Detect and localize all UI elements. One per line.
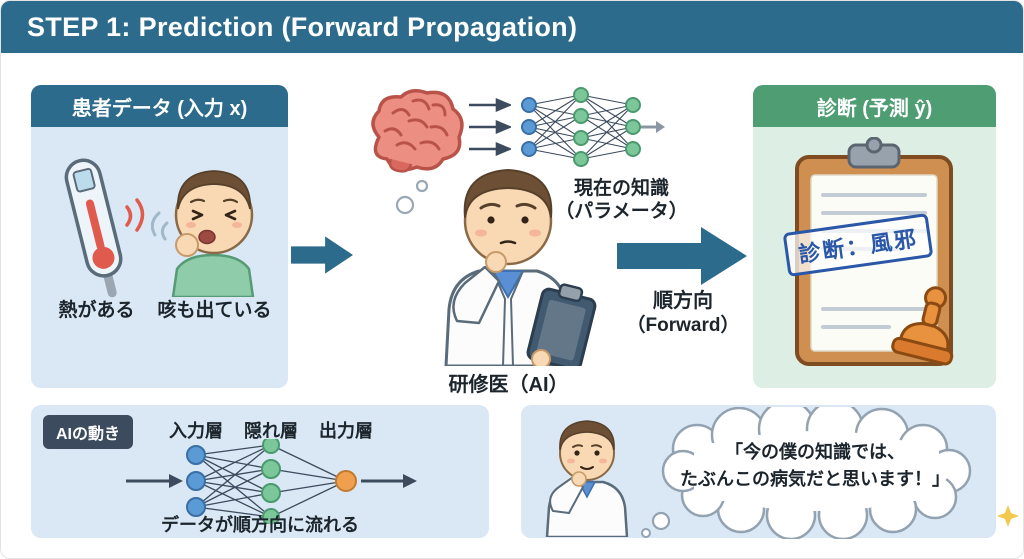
speech-line1: 「今の僕の知識では、: [725, 442, 905, 462]
brain-icon: [371, 89, 464, 173]
ai-flow-panel: AIの動き 入力層 隠れ層 出力層 データが順方向に流れる: [31, 405, 489, 538]
neural-network-diagram: [521, 87, 665, 167]
input-arrows-icon: [469, 98, 511, 156]
neural-network-flow-diagram: [126, 439, 417, 524]
forward-label-line2: （Forward）: [626, 315, 740, 336]
speech-line2: たぶんこの病気だと思います！」: [680, 469, 950, 489]
step-number-label: STEP 1:: [27, 11, 131, 42]
forward-label-line1: 順方向: [653, 290, 713, 312]
thought-dots-icon: [395, 179, 429, 215]
small-doctor-illustration: [545, 420, 629, 537]
doctor-label: 研修医（AI）: [448, 374, 569, 396]
speech-cloud: [641, 407, 972, 539]
step-header-bar: STEP 1: Prediction (Forward Propagation): [1, 1, 1023, 53]
arrow-right-icon: [291, 236, 353, 274]
doctor-illustration: [444, 169, 597, 366]
forward-arrow-icon: [617, 227, 747, 285]
step-title-label: Prediction (Forward Propagation): [138, 11, 578, 42]
speech-panel: 「今の僕の知識では、 たぶんこの病気だと思います！」: [521, 405, 996, 539]
stamp-icon: [891, 286, 954, 366]
thermometer-icon: [64, 158, 145, 298]
sparkle-icon: [997, 505, 1019, 527]
knowledge-label-line2: （パラメータ）: [555, 201, 688, 222]
diagnosis-panel-title: 診断 (予測 ŷ): [753, 85, 996, 127]
cough-label: 咳も出ている: [157, 300, 272, 321]
hidden-layer-label: 隠れ層: [244, 421, 298, 441]
patient-data-panel: 患者データ (入力 x) 熱がある 咳も出ている: [31, 85, 288, 388]
diagnosis-panel: 診断 (予測 ŷ) 診断：風邪: [753, 85, 996, 388]
output-layer-label: 出力層: [319, 421, 373, 441]
ai-flow-badge: AIの動き: [43, 415, 134, 449]
input-layer-label: 入力層: [169, 421, 223, 441]
patient-panel-title: 患者データ (入力 x): [31, 85, 288, 127]
knowledge-label-line1: 現在の知識: [573, 178, 669, 199]
sick-boy-illustration: [151, 170, 255, 297]
fever-label: 熱がある: [58, 300, 135, 321]
flow-caption: データが順方向に流れる: [161, 515, 359, 535]
